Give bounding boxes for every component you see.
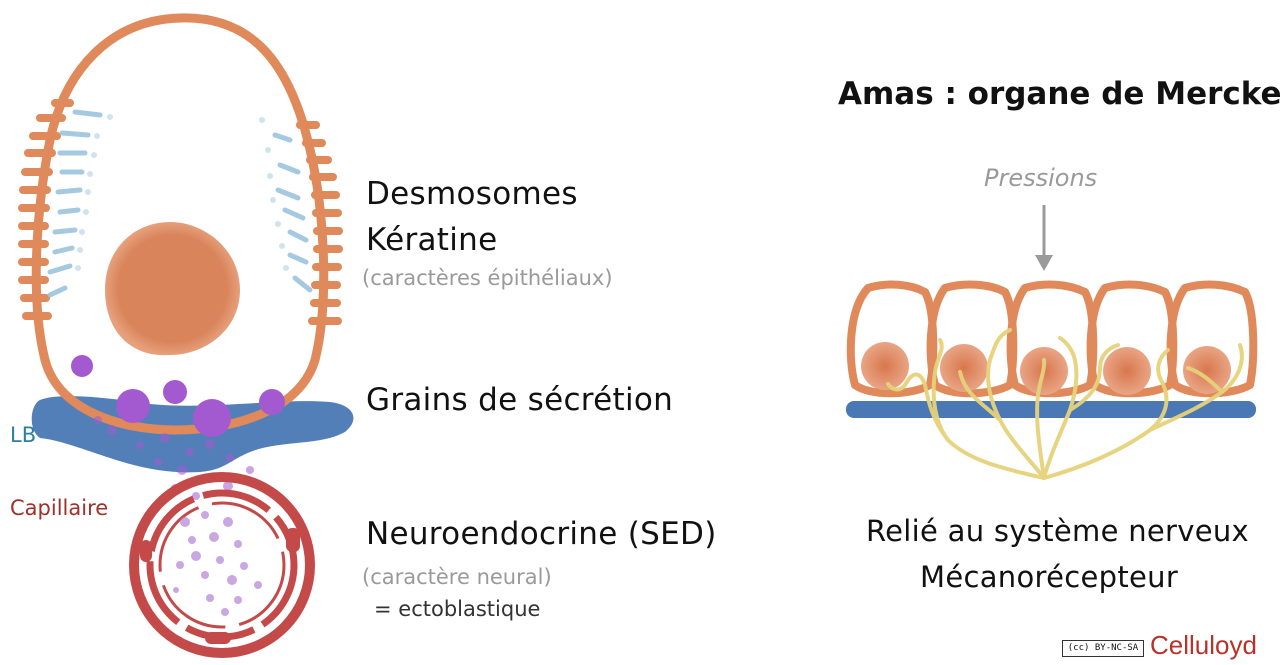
organ-nucleus-2 [940,344,988,392]
caption-line-2: Mécanorécepteur [920,560,1179,594]
label-grains: Grains de sécrétion [366,382,674,418]
label-ectoblastique: = ectoblastique [374,597,541,621]
organ-nucleus-4 [1103,347,1151,395]
label-capillaire: Capillaire [10,496,109,520]
organ-nucleus-1 [861,342,909,390]
capillary [129,472,315,658]
celluloyd-logo: Celluloyd [1150,630,1257,660]
desmosome-ticks-right [296,121,343,325]
label-desmosomes: Desmosomes [366,176,578,212]
label-neural-note: (caractère neural) [362,565,552,589]
label-epithelial-note: (caractères épithéliaux) [362,266,613,290]
merkel-cell [18,13,354,500]
secretion-granules [71,355,285,437]
pressure-arrow [1035,205,1053,271]
right-title: Amas : organe de Merckel [838,76,1280,112]
keratin-left [47,109,103,298]
nucleus [105,222,240,356]
license-badge: (cc) BY-NC-SA [1062,640,1144,657]
organ-cell-4 [1086,280,1178,398]
merkel-organ [846,280,1258,480]
keratin-right [272,132,313,293]
label-pressions: Pressions [984,164,1098,192]
organ-cell-5 [1166,280,1258,398]
label-lb: LB [10,423,37,447]
nerve-fibers [886,328,1244,480]
basal-lamina [31,396,354,473]
organ-cell-2 [926,280,1018,398]
label-neuroendocrine: Neuroendocrine (SED) [366,516,717,552]
desmosome-ticks-left [18,99,74,320]
label-keratine: Kératine [366,222,498,258]
organ-cell-3 [1006,280,1098,398]
organ-nucleus-5 [1183,346,1231,394]
caption-line-1: Relié au système nerveux [866,514,1250,548]
